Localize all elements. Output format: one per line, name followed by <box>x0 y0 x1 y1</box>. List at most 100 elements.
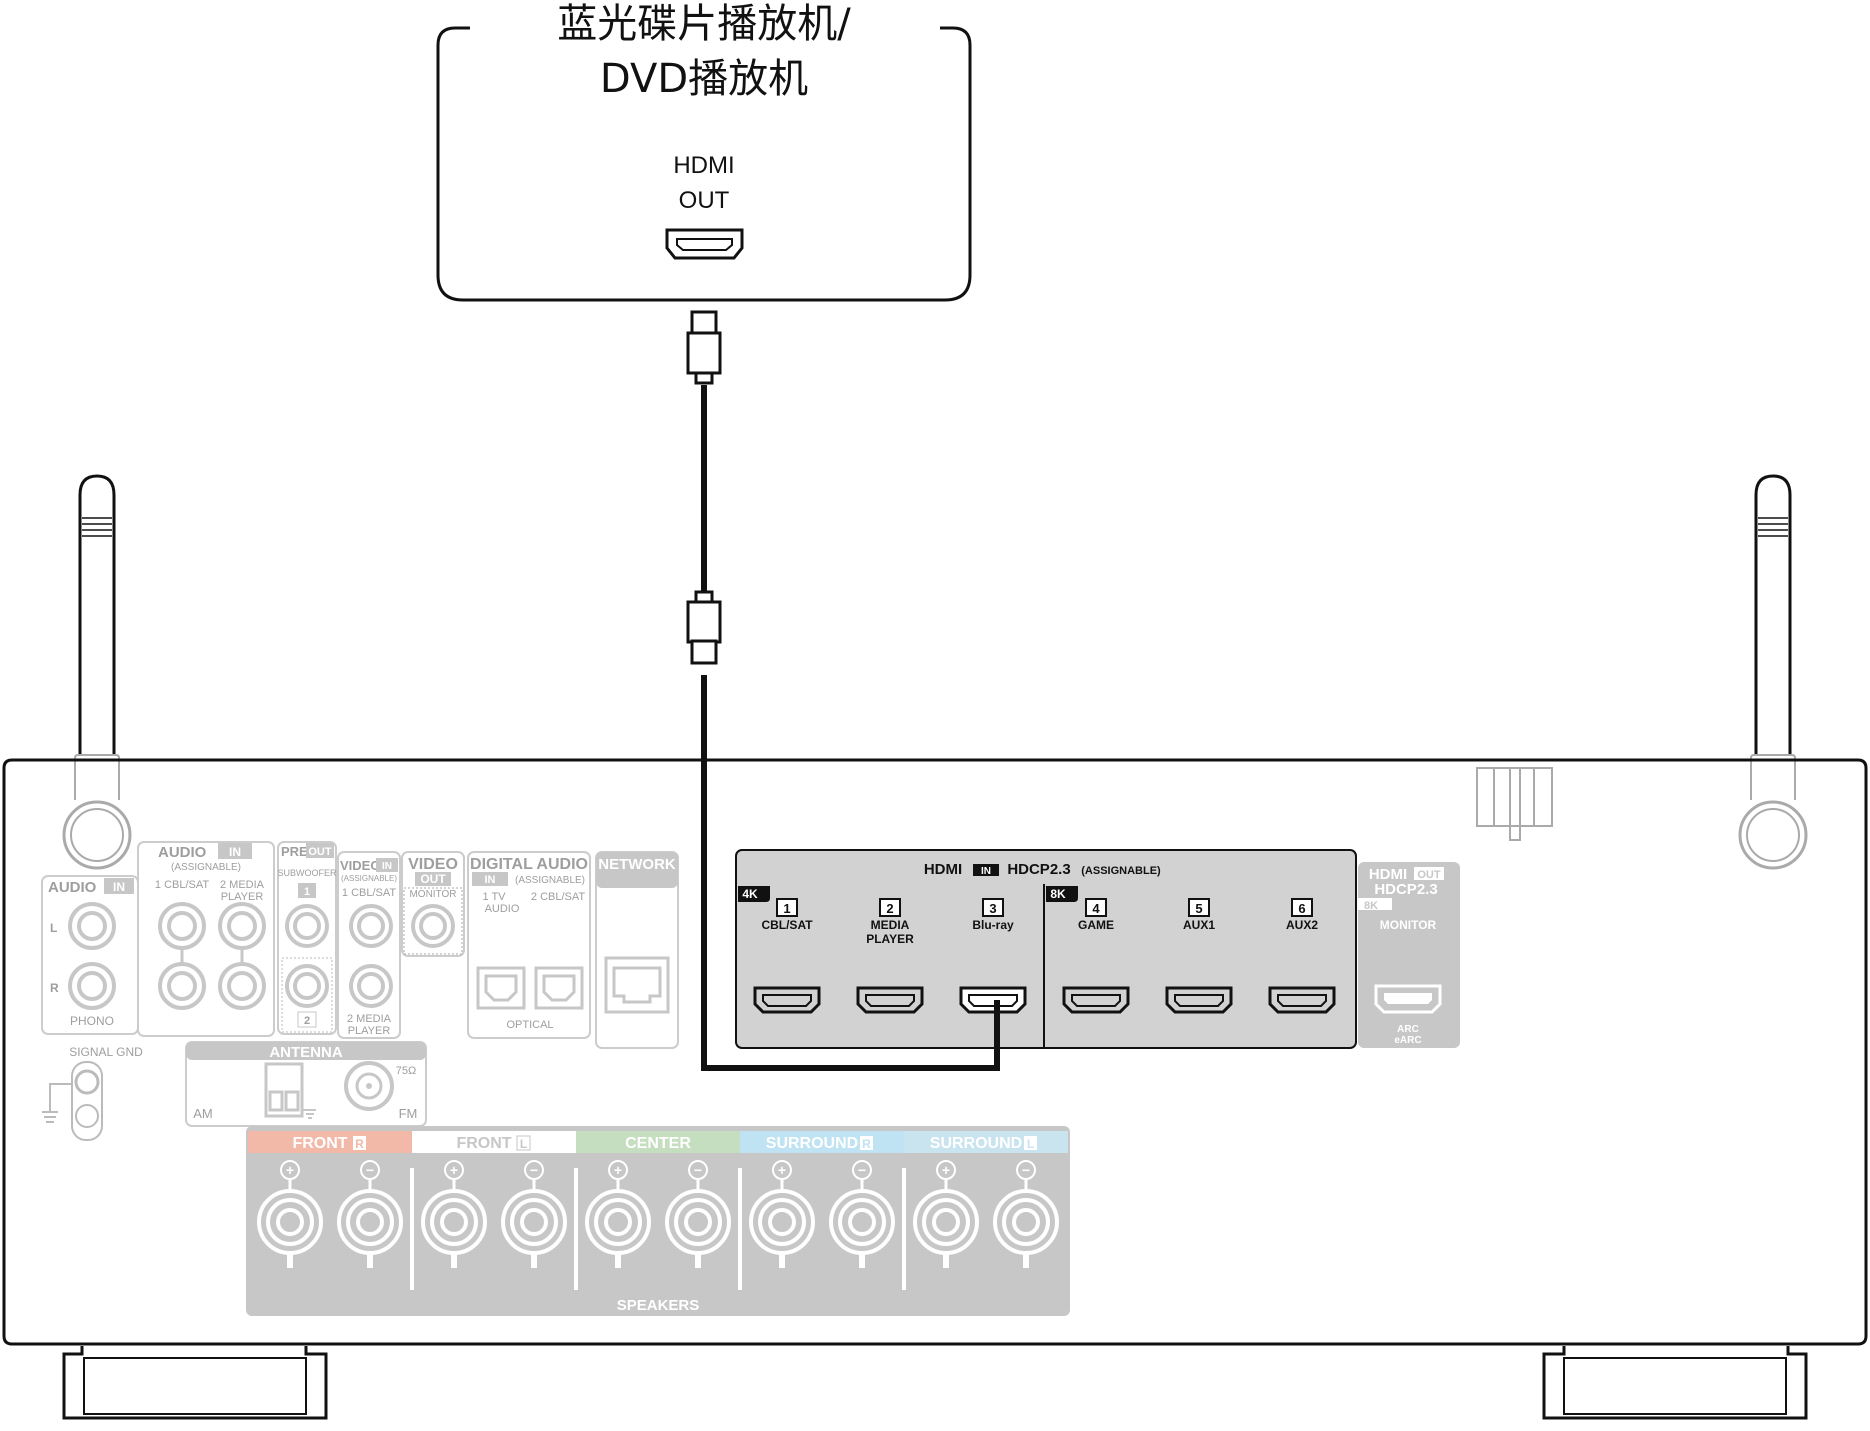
network-title: NETWORK <box>598 856 676 873</box>
speaker-polarity: + <box>450 1162 458 1178</box>
hdmi-in-port-label-line2: PLAYER <box>866 932 914 946</box>
source-hdmi-label: HDMI <box>673 152 734 179</box>
pre-out-title: PRE <box>281 844 308 859</box>
fm-antenna-jack[interactable] <box>344 1061 394 1111</box>
digital-audio-assignable: (ASSIGNABLE) <box>515 875 585 886</box>
video-in-jack-2[interactable] <box>349 964 393 1008</box>
audio-in-col2-line1: 2 MEDIA <box>220 879 265 891</box>
hdmi-out-title: HDMI <box>1369 866 1407 883</box>
speaker-group-name: CENTER <box>625 1135 691 1152</box>
digital-audio-optical: OPTICAL <box>506 1019 553 1031</box>
hdmi-in-port-number: 6 <box>1298 901 1305 916</box>
hdmi-in-port-number: 1 <box>783 901 790 916</box>
speaker-group-band <box>248 1131 412 1153</box>
pre-out-section: PRE OUT SUBWOOFER 1 2 <box>277 841 337 1035</box>
digital-audio-section: DIGITAL AUDIO IN (ASSIGNABLE) 1 TV AUDIO… <box>467 851 591 1039</box>
phono-title: AUDIO <box>48 879 97 896</box>
optical-port-1[interactable] <box>476 966 526 1010</box>
subwoofer-jack-2[interactable] <box>285 964 329 1008</box>
speaker-polarity: + <box>778 1162 786 1178</box>
speaker-terminal-plus[interactable]: + <box>749 1160 815 1268</box>
video-out-monitor-jack[interactable] <box>411 904 455 948</box>
foot-left <box>62 1346 328 1420</box>
antenna-section: ANTENNA AM FM 75Ω <box>185 1041 427 1127</box>
hdmi-in-assignable: (ASSIGNABLE) <box>1081 865 1161 877</box>
hdmi-port-inner <box>1071 994 1121 1007</box>
speaker-terminal-plus[interactable]: + <box>421 1160 487 1268</box>
audio-in-jack-2l[interactable] <box>218 902 266 950</box>
hdmi-port-inner <box>865 994 915 1007</box>
hdmi-out-monitor-port[interactable] <box>1374 984 1442 1014</box>
hdmi-in-port-label: Blu-ray <box>972 918 1014 932</box>
cable-plug-bottom <box>686 590 722 665</box>
video-in-jack-1[interactable] <box>349 904 393 948</box>
hdmi-in-port-label: CBL/SAT <box>761 918 813 932</box>
speaker-side-label: R <box>355 1137 364 1151</box>
speaker-polarity: − <box>1022 1162 1030 1178</box>
speakers-label: SPEAKERS <box>617 1297 700 1314</box>
speaker-terminal-plus[interactable]: + <box>913 1160 979 1268</box>
hdmi-in-hdcp: HDCP2.3 <box>1007 861 1070 878</box>
speaker-terminal-minus[interactable]: − <box>501 1160 567 1268</box>
phono-jack-r[interactable] <box>68 962 116 1010</box>
speaker-side-badge <box>1024 1136 1037 1150</box>
speaker-group-band <box>576 1131 740 1153</box>
source-device: 蓝光碟片播放机/ DVD播放机 HDMI OUT <box>436 1 972 302</box>
audio-in-title: AUDIO <box>158 844 207 861</box>
hdmi-port-shell <box>753 986 821 1014</box>
hdmi-in-port-number: 5 <box>1195 901 1202 916</box>
video-in-col1: 1 CBL/SAT <box>342 887 396 899</box>
hdmi-port-inner <box>1277 994 1327 1007</box>
phono-jack-l[interactable] <box>68 902 116 950</box>
hdmi-in-badge: IN <box>981 866 991 877</box>
network-port[interactable] <box>604 956 670 1014</box>
hdmi-in-port-label: AUX1 <box>1183 918 1215 932</box>
audio-in-jack-2r[interactable] <box>218 962 266 1010</box>
am-antenna-terminal[interactable] <box>264 1062 316 1119</box>
speaker-terminal-minus[interactable]: − <box>337 1160 403 1268</box>
speaker-terminal-plus[interactable]: + <box>257 1160 323 1268</box>
speaker-polarity: − <box>530 1162 538 1178</box>
speaker-terminal-minus[interactable]: − <box>993 1160 1059 1268</box>
speaker-group-name: FRONT <box>456 1135 511 1152</box>
pre-out-n2: 2 <box>304 1015 310 1027</box>
audio-in-jack-1l[interactable] <box>158 902 206 950</box>
hdmi-port-inner <box>968 994 1018 1007</box>
audio-in-section: AUDIO IN (ASSIGNABLE) 1 CBL/SAT 2 MEDIA … <box>137 841 275 1037</box>
hdmi-out-monitor: MONITOR <box>1380 918 1437 932</box>
hdmi-out-hdcp: HDCP2.3 <box>1374 881 1437 898</box>
speaker-side-label: L <box>520 1137 527 1151</box>
audio-in-jack-1r[interactable] <box>158 962 206 1010</box>
speaker-polarity: − <box>858 1162 866 1178</box>
optical-port-2[interactable] <box>534 966 584 1010</box>
hdmi-port-shell <box>1268 986 1336 1014</box>
speaker-terminal-minus[interactable]: − <box>665 1160 731 1268</box>
speaker-side-badge <box>860 1136 873 1150</box>
antenna-ohm: 75Ω <box>396 1065 416 1077</box>
source-device-outline <box>436 26 972 302</box>
receiver-rear-panel <box>2 758 1868 1346</box>
audio-in-col1: 1 CBL/SAT <box>155 879 209 891</box>
phono-label: PHONO <box>70 1014 114 1028</box>
vent-mark <box>1476 767 1553 841</box>
video-in-section: VIDEO IN (ASSIGNABLE) 1 CBL/SAT 2 MEDIA … <box>337 851 401 1039</box>
subwoofer-jack-1[interactable] <box>285 904 329 948</box>
video-out-section: VIDEO OUT MONITOR <box>401 851 465 957</box>
digital-audio-col2: 2 CBL/SAT <box>531 891 585 903</box>
video-out-monitor: MONITOR <box>409 889 456 900</box>
hdmi-in-badge-4k: 4K <box>742 887 758 901</box>
source-out-label: OUT <box>679 187 730 214</box>
speaker-terminal-minus[interactable]: − <box>829 1160 895 1268</box>
hdmi-port-shell <box>959 986 1027 1014</box>
speaker-terminal-plus[interactable]: + <box>585 1160 651 1268</box>
hdmi-in-port-label: AUX2 <box>1286 918 1318 932</box>
source-hdmi-out-port[interactable] <box>665 228 744 260</box>
